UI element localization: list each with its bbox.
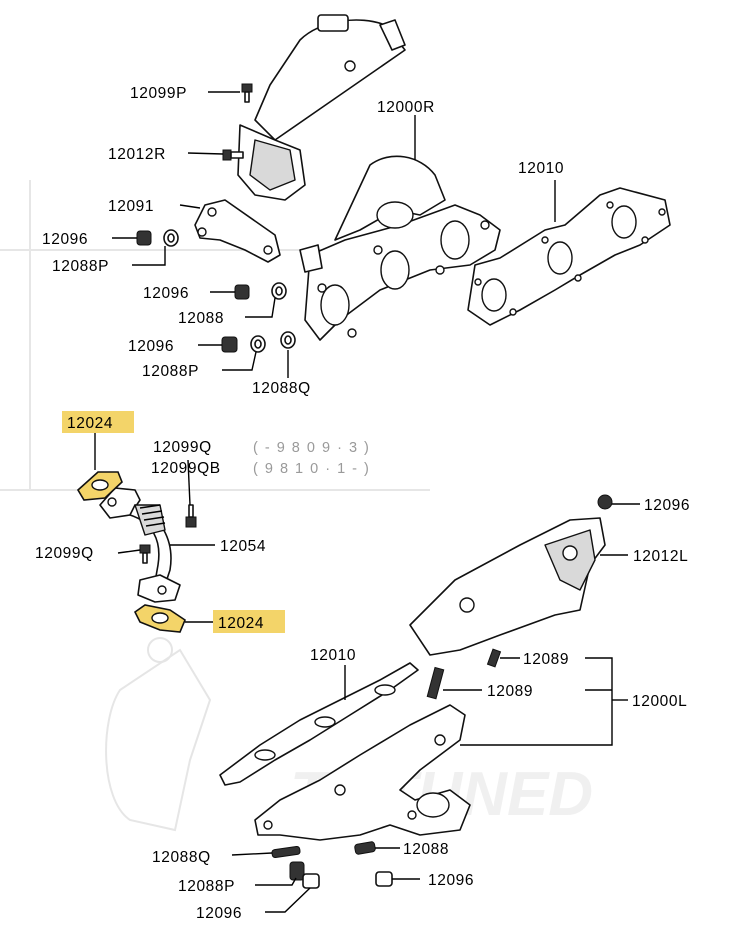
gasket-12024-bottom [133,604,186,633]
label-12024-bottom: 12024 [218,615,264,632]
label-12088q-a: 12088Q [252,380,311,397]
label-12096-a: 12096 [42,231,88,248]
label-12010-bottom: 12010 [310,647,356,664]
heat-protector-right [237,14,406,201]
label-12054: 12054 [220,538,266,555]
bracket-12091 [194,199,281,263]
label-12088q-b: 12088Q [152,849,211,866]
label-12088-a: 12088 [178,310,224,327]
label-12096-b: 12096 [143,285,189,302]
gasket-12024-top [76,471,123,501]
highlight-12024-top [62,411,134,433]
label-12088p-c: 12088P [178,878,235,895]
label-12000r: 12000R [377,99,435,116]
highlight-12024-bottom [213,610,285,633]
exhaust-manifold-right [299,155,501,341]
fastener-group-bottom [271,841,393,889]
label-12089-a: 12089 [523,651,569,668]
studs-12089 [426,648,502,700]
exhaust-manifold-left [254,704,471,841]
label-12099q: 12099Q [153,439,212,456]
date-range-a: ( - 9 8 0 9 · 3 ) [253,440,370,456]
part-labels: 12099P 12012R 12000R 12010 12091 12096 1… [35,85,690,922]
fastener-group-right [136,229,296,353]
bolt-12012r [222,149,244,161]
label-12096-c: 12096 [128,338,174,355]
label-12096-e: 12096 [428,872,474,889]
label-12096-f: 12096 [196,905,242,922]
egr-pipe-12054 [99,487,197,603]
label-12012r: 12012R [108,146,166,163]
label-12099qb: 12099QB [151,460,221,477]
label-12089-b: 12089 [487,683,533,700]
label-12088p-b: 12088P [142,363,199,380]
label-12088-b: 12088 [403,841,449,858]
bolt-12099p-top [241,83,253,103]
label-12096-d: 12096 [644,497,690,514]
heat-protector-left [409,494,613,656]
label-12000l: 12000L [632,693,687,710]
label-12024-top: 12024 [67,415,113,432]
label-12099p-top: 12099P [130,85,187,102]
gasket-12010-bottom [219,662,419,786]
label-12010-top: 12010 [518,160,564,177]
leader-lines [94,91,640,913]
label-12012l: 12012L [633,548,688,565]
gasket-12010-top [467,187,671,326]
label-12099q-b: 12099Q [35,545,94,562]
label-12091: 12091 [108,198,154,215]
date-range-b: ( 9 8 1 0 · 1 - ) [253,461,370,477]
label-12088p-a: 12088P [52,258,109,275]
